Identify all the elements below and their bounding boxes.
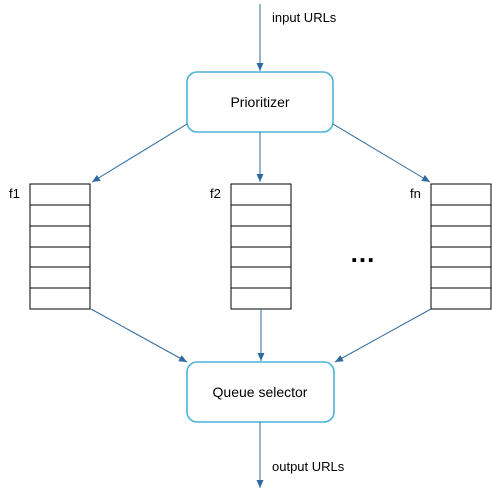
arrow-prioritizer-to-f1 (91, 123, 188, 183)
queue-selector-label: Queue selector (213, 384, 308, 400)
queue-f2 (230, 183, 292, 310)
arrow-fn-to-selector (334, 308, 432, 363)
prioritizer-label: Prioritizer (230, 94, 289, 110)
queue-label-f1: f1 (9, 186, 20, 201)
arrow-f1-to-selector (90, 308, 188, 363)
output-label: output URLs (272, 459, 345, 474)
queue-label-f2: f2 (210, 186, 221, 201)
queue-fn (430, 183, 492, 310)
arrow-prioritizer-to-fn (332, 123, 431, 183)
input-label: input URLs (272, 10, 337, 25)
queue-label-fn: fn (410, 186, 421, 201)
ellipsis: ... (351, 238, 376, 268)
queue-f1 (29, 183, 91, 310)
